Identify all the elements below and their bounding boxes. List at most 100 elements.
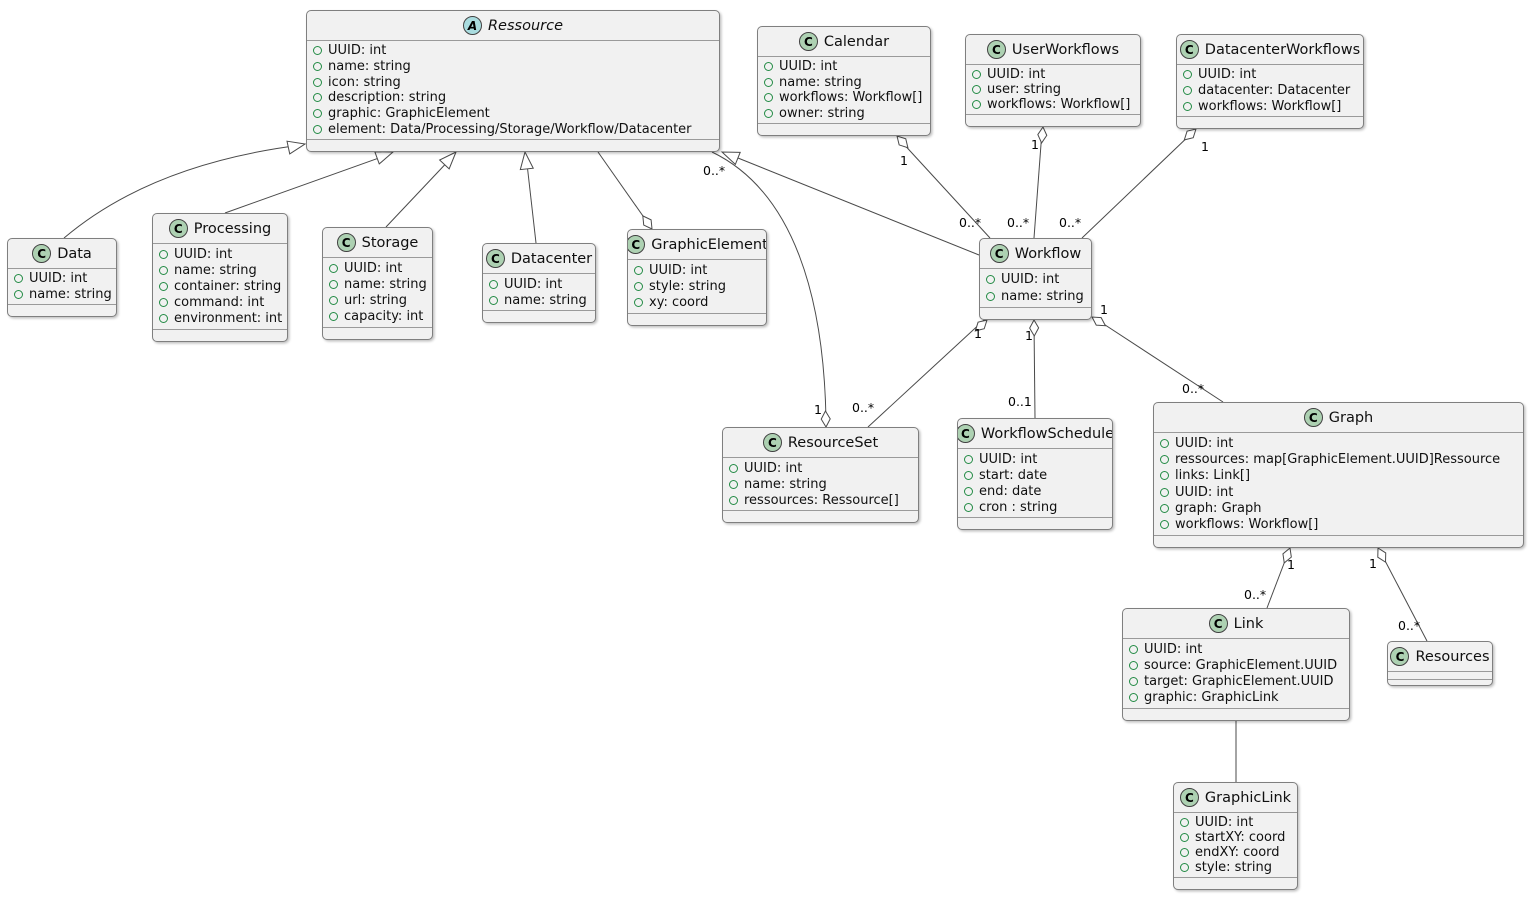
attribute-text: UUID: int <box>987 67 1046 82</box>
field-visibility-icon <box>313 108 322 118</box>
attribute-text: icon: string <box>328 74 401 90</box>
methods-compartment <box>723 510 918 522</box>
field-visibility-icon <box>1160 438 1169 448</box>
field-visibility-icon <box>14 289 23 299</box>
generalization-arrow-icon <box>720 151 741 166</box>
class-header: C Workflow <box>980 239 1091 269</box>
attribute-row: name: string <box>729 477 912 492</box>
attribute-list: UUID: int source: GraphicElement.UUID ta… <box>1123 639 1349 708</box>
edge-calendar-workflow <box>899 139 991 239</box>
attribute-text: datacenter: Datacenter <box>1198 82 1351 98</box>
attribute-text: user: string <box>987 82 1061 97</box>
methods-compartment <box>628 313 766 325</box>
attribute-text: capacity: int <box>344 309 424 325</box>
attribute-row: UUID: int <box>1160 485 1517 500</box>
aggregation-diamond-icon <box>896 135 909 149</box>
attribute-row: start: date <box>964 468 1106 483</box>
class-header: C UserWorkflows <box>966 35 1140 65</box>
field-visibility-icon <box>729 463 738 473</box>
field-visibility-icon <box>729 479 738 489</box>
attribute-row: description: string <box>313 90 713 105</box>
attribute-list <box>1388 672 1492 679</box>
class-title: ResourceSet <box>787 434 879 451</box>
attribute-text: graphic: GraphicElement <box>328 105 490 121</box>
attribute-list: UUID: int name: string icon: string desc… <box>307 41 719 139</box>
attribute-row: UUID: int <box>634 263 760 278</box>
attribute-list: UUID: int startXY: coord endXY: coord st… <box>1174 813 1297 877</box>
generalization-arrow-icon <box>519 150 535 171</box>
class-title: WorkflowSchedule <box>980 425 1113 442</box>
class-header: C GraphicElement <box>628 230 766 260</box>
attribute-text: UUID: int <box>328 43 387 59</box>
attribute-row: UUID: int <box>1183 67 1357 82</box>
field-visibility-icon <box>1183 85 1192 95</box>
methods-compartment <box>483 310 595 322</box>
class-title: Datacenter <box>510 250 593 267</box>
attribute-row: command: int <box>159 295 281 310</box>
attribute-row: graphic: GraphicElement <box>313 106 713 121</box>
attribute-text: UUID: int <box>979 451 1038 467</box>
class-title: GraphicLink <box>1204 789 1292 806</box>
class-title: DatacenterWorkflows <box>1204 41 1361 58</box>
field-visibility-icon <box>1160 454 1169 464</box>
attribute-text: source: GraphicElement.UUID <box>1144 657 1338 673</box>
class-badge-icon: C <box>1208 614 1228 633</box>
methods-compartment <box>307 139 719 151</box>
attribute-text: UUID: int <box>344 260 403 276</box>
attribute-text: workflows: Workflow[] <box>1175 517 1319 533</box>
class-header: A Ressource <box>307 11 719 41</box>
attribute-row: startXY: coord <box>1180 830 1291 845</box>
class-badge-icon: C <box>168 219 188 238</box>
class-box-processing: C Processing UUID: int name: string cont… <box>152 213 288 342</box>
field-visibility-icon <box>634 281 643 291</box>
attribute-text: UUID: int <box>1175 484 1234 500</box>
attribute-row: target: GraphicElement.UUID <box>1129 674 1343 689</box>
attribute-text: name: string <box>344 276 427 292</box>
class-header: C WorkflowSchedule <box>958 419 1112 449</box>
attribute-text: cron : string <box>979 499 1058 515</box>
attribute-text: UUID: int <box>1198 67 1257 83</box>
attribute-text: target: GraphicElement.UUID <box>1144 674 1334 690</box>
class-header: C Processing <box>153 214 287 244</box>
attribute-text: name: string <box>1001 289 1084 304</box>
field-visibility-icon <box>1180 863 1189 872</box>
attribute-row: UUID: int <box>1129 642 1343 657</box>
field-visibility-icon <box>313 46 322 56</box>
methods-compartment <box>966 114 1140 126</box>
class-box-userworkflows: C UserWorkflows UUID: int user: string w… <box>965 34 1141 127</box>
field-visibility-icon <box>313 77 322 87</box>
field-visibility-icon <box>1180 818 1189 827</box>
multiplicity-label: 1 <box>1031 137 1039 152</box>
field-visibility-icon <box>764 62 773 72</box>
class-badge-icon: C <box>1179 40 1199 59</box>
attribute-row: name: string <box>313 59 713 74</box>
field-visibility-icon <box>159 298 168 308</box>
attribute-text: name: string <box>504 292 587 308</box>
attribute-row: graphic: GraphicLink <box>1129 690 1343 705</box>
attribute-row: workflows: Workflow[] <box>764 90 924 105</box>
field-visibility-icon <box>329 296 338 306</box>
attribute-row: UUID: int <box>1180 815 1291 830</box>
attribute-row: style: string <box>634 279 760 294</box>
attribute-text: ressources: Ressource[] <box>744 492 899 508</box>
attribute-list: UUID: int user: string workflows: Workfl… <box>966 65 1140 114</box>
multiplicity-label: 0..* <box>1059 215 1081 230</box>
attribute-text: UUID: int <box>174 246 233 262</box>
field-visibility-icon <box>964 486 973 496</box>
aggregation-diamond-icon <box>974 319 988 332</box>
attribute-row: UUID: int <box>14 271 110 286</box>
attribute-text: graphic: GraphicLink <box>1144 690 1279 706</box>
attribute-text: name: string <box>174 262 257 278</box>
edge-data-extends-ressource <box>63 144 302 239</box>
attribute-list: UUID: int name: string container: string… <box>153 244 287 329</box>
attribute-row: UUID: int <box>729 461 912 476</box>
attribute-row: container: string <box>159 279 281 294</box>
attribute-row: UUID: int <box>1160 436 1517 451</box>
field-visibility-icon <box>313 93 322 103</box>
edge-workflow-graph <box>1095 318 1224 403</box>
class-header: C ResourceSet <box>723 428 918 458</box>
class-box-workflow: C Workflow UUID: int name: string <box>979 238 1092 320</box>
attribute-list: UUID: int datacenter: Datacenter workflo… <box>1177 65 1363 116</box>
edge-workflow-workflowschedule <box>1033 321 1036 419</box>
